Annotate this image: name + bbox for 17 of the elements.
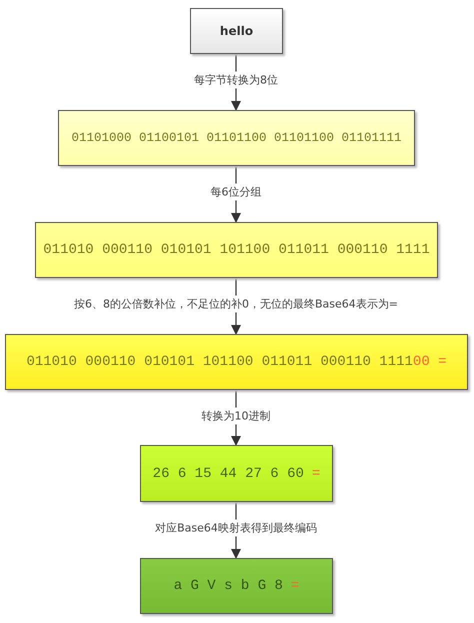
box-text: 01101000 01100101 01101100 01101100 01101111 xyxy=(71,131,402,145)
process-box xyxy=(140,445,333,502)
box-text: hello xyxy=(220,24,254,38)
edge-label: 每字节转换为8位 xyxy=(191,72,281,88)
process-box xyxy=(35,222,438,278)
box-text: 26 6 15 44 27 6 60 xyxy=(152,466,304,482)
process-box xyxy=(5,334,468,390)
box-text: 011010 000110 010101 101100 011011 000110 1111 xyxy=(43,242,430,258)
box-text: a G V s b G 8 xyxy=(174,578,283,594)
process-box xyxy=(58,110,415,166)
padding-text: = xyxy=(312,466,320,482)
padding-text: 00 = xyxy=(412,354,447,370)
process-box xyxy=(190,8,283,54)
edge-label: 每6位分组 xyxy=(208,184,264,200)
padding-text: = xyxy=(290,578,300,594)
process-box xyxy=(140,558,333,614)
box-text: 011010 000110 010101 101100 011011 000110 1111 xyxy=(26,354,413,370)
